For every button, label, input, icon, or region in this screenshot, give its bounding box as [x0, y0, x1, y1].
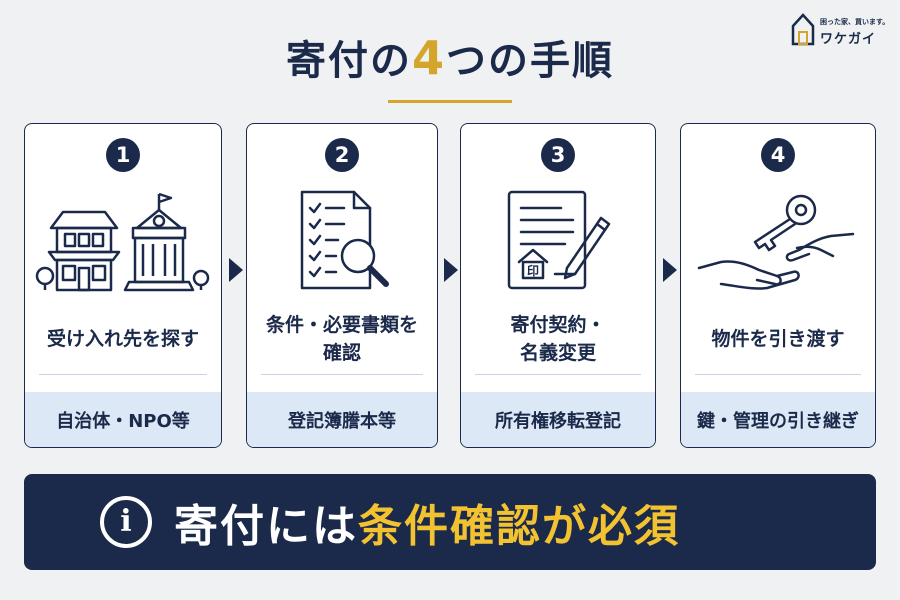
- title-suffix: つの手順: [446, 38, 614, 84]
- key-handover-icon: [681, 188, 875, 298]
- step-card-1: 1: [24, 123, 222, 448]
- summary-banner: i 寄付には 条件確認が必須: [24, 474, 876, 570]
- svg-text:印: 印: [527, 264, 539, 278]
- title-number: 4: [411, 31, 446, 85]
- step-sub-label: 所有権移転登記: [461, 392, 655, 447]
- step-label: 条件・必要書類を確認: [255, 306, 429, 372]
- step-sub-label: 登記簿謄本等: [247, 392, 437, 447]
- step-label-line: 物件を引き渡す: [711, 328, 845, 350]
- step-number-badge: 3: [541, 138, 575, 172]
- step-sub-label: 鍵・管理の引き継ぎ: [681, 392, 875, 447]
- step-card-2: 2 条件・必要書類を確認 登記簿謄本等: [246, 123, 438, 448]
- step-label: 寄付契約・名義変更: [469, 306, 647, 372]
- banner-text-white: 寄付には: [174, 501, 358, 552]
- step-divider: [261, 374, 423, 375]
- arrow-right-icon: [229, 258, 243, 282]
- title-prefix: 寄付の: [285, 38, 412, 84]
- step-label: 物件を引き渡す: [689, 306, 867, 372]
- step-number-badge: 4: [761, 138, 795, 172]
- step-label-line: 寄付契約・: [510, 314, 606, 336]
- arrow-right-icon: [444, 258, 458, 282]
- step-card-3: 3 印 寄付契約・名義変更 所有権移転登記: [460, 123, 656, 448]
- step-label-line: 条件・必要書類を: [265, 314, 418, 336]
- step-card-4: 4 物件を引き渡す 鍵・管理の引き継ぎ: [680, 123, 876, 448]
- step-divider: [475, 374, 641, 375]
- house-icon: [791, 13, 815, 46]
- step-sub-label: 自治体・NPO等: [25, 392, 221, 447]
- page-title: 寄付の4つの手順: [0, 28, 900, 86]
- banner-text-yellow: 条件確認が必須: [358, 501, 680, 552]
- step-divider: [695, 374, 861, 375]
- step-divider: [39, 374, 207, 375]
- step-label-line: 確認: [322, 342, 361, 364]
- step-label-line: 名義変更: [519, 342, 596, 364]
- step-number-badge: 2: [325, 138, 359, 172]
- step-label: 受け入れ先を探す: [33, 306, 213, 372]
- logo-brand: ワケガイ: [820, 32, 877, 47]
- title-underline: [388, 100, 512, 103]
- brand-logo: 困った家、買います。 ワケガイ: [790, 10, 890, 50]
- document-magnifier-icon: [247, 188, 437, 298]
- step-label-line: 受け入れ先を探す: [46, 328, 199, 350]
- contract-pen-icon: 印: [461, 188, 655, 298]
- arrow-right-icon: [663, 258, 677, 282]
- step-number-badge: 1: [106, 138, 140, 172]
- info-icon: i: [100, 496, 152, 548]
- logo-tagline: 困った家、買います。: [820, 18, 890, 26]
- banner-message: 寄付には 条件確認が必須: [174, 474, 856, 570]
- buildings-icon: [25, 188, 221, 298]
